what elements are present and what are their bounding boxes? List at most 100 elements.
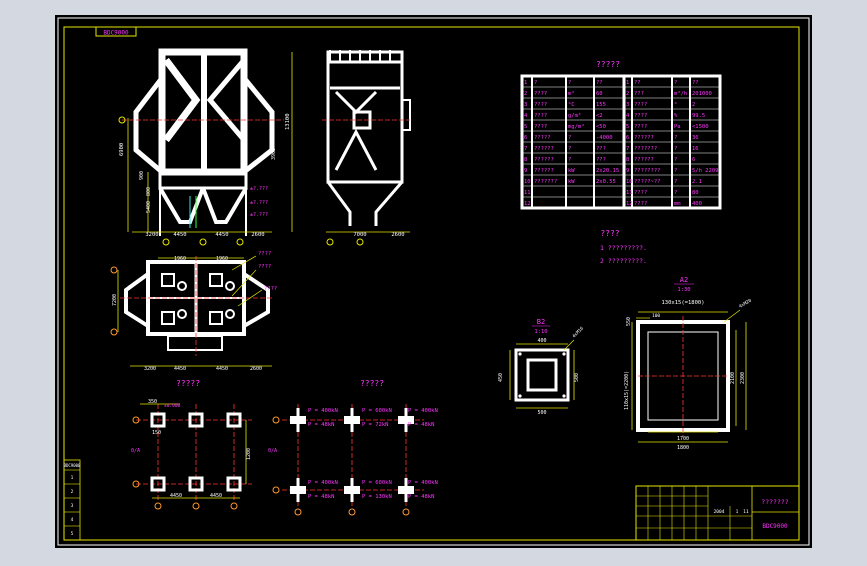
plan-leader [237,289,263,307]
footing [150,476,166,492]
table-cell: 5 [626,124,629,130]
note-line-2: 2 ?????????. [600,257,647,265]
title-block-frame [635,485,800,541]
detail-a-label: A2 [680,276,688,284]
foundation-dim-pier: 150 [152,430,161,436]
table-cell: 80 [692,190,699,196]
load-label: P = 400kN [308,480,338,486]
elev-callout-1: ±?.??? [250,186,268,192]
elev-callout-2: ±?.??? [250,200,268,206]
outer-border [57,17,810,546]
table-cell: 12 [626,201,633,207]
plan-hopper [161,273,175,287]
axis-bubble [199,238,207,246]
axis-bubble [236,238,244,246]
table-cell: ??? [634,91,644,97]
table-cell: <1500 [692,124,709,130]
table-cell: 2x20.15 [596,168,619,174]
plan-hopper [209,311,223,325]
wing-left [133,76,164,174]
detail-a-dim-corner: 550 [626,317,632,326]
plan-valve [225,281,235,291]
detail-a-leader [723,309,741,323]
table-cell: 36 [692,135,699,141]
axis-bubble [132,480,140,488]
table-row: 7??????????7????????16 [524,146,699,152]
table-cell: ???? [634,124,647,130]
detail-a [631,309,747,443]
table-cell: ? [534,80,537,86]
title-block-cell: 1 [736,509,739,515]
table-cell: 10 [524,179,531,185]
table-cell: kW [568,179,575,185]
detail-a-scale: 1:30 [677,287,690,293]
detail-b-leader [563,339,575,351]
elev-dim-total: 13100 [285,113,291,130]
table-cell: ?????? [534,157,554,163]
table-cell: -4000 [596,135,613,141]
table-cell: ???? [534,124,547,130]
table-cell: 2 [692,102,695,108]
plan-leader [231,269,257,297]
load-label: P = 600kN [362,480,392,486]
table-cell: ?????? [634,157,654,163]
revision-title: BDC9000 [64,463,81,468]
table-cell: 2 [524,91,527,97]
table-cell: ?? [596,80,603,86]
table-cell: 60 [596,91,603,97]
table-cell: 9 [626,168,629,174]
table-cell: 9 [524,168,527,174]
detail-b-scale: 1:10 [534,329,547,335]
plan-dim-top2: 1960 [216,256,228,262]
elev-dim-low2: 800 [146,187,152,196]
detail-b-plate [514,348,570,402]
footing [188,412,204,428]
foundation-axis-label: 0/A [131,448,140,454]
table-cell: 6 [626,135,629,141]
table-cell: mg/m³ [568,123,585,130]
inner-border [63,26,800,541]
detail-a-dim-r1: 2100 [730,372,736,384]
load-axis-label: 0/A [268,448,277,454]
detail-b-column [526,358,558,392]
detail-b [509,339,575,409]
elev-dim-b2: 4450 [173,232,186,238]
table-cell: 7 [524,146,527,152]
housing-brace-right [206,58,246,142]
axis-bubble [118,116,126,124]
title-block-drawing-no: BDC9000 [762,523,788,530]
table-cell: 155 [596,102,606,108]
revision-row: 4 [71,517,74,523]
table-cell: 10 [626,179,633,185]
detail-a-dim-top: 130x15(=1800) [661,300,704,306]
revision-block [63,459,81,541]
table-cell: ?????? [534,168,554,174]
table-cell: 4 [626,113,630,119]
elev-dim-low-left: 900 [139,171,145,180]
table-cell: ° [674,102,677,108]
table-cell: 2 [626,91,629,97]
elev-dim-low1: 5400 [146,201,152,213]
revision-row: 3 [71,503,74,509]
table-cell: ?????? [634,135,654,141]
elev-dim-b3: 4450 [215,232,228,238]
table-cell: m³ [568,90,575,97]
plan-callout-3: ???? [264,286,277,292]
foundation-callout: ±0.000 [164,403,181,409]
side-dim-2: 2600 [391,232,404,238]
detail-a-dim-left: 110x15(=2200) [624,371,630,410]
table-cell: ?????? [534,146,554,152]
note-line-1: 1 ?????????. [600,244,647,252]
table-cell: ???? [534,91,547,97]
title-block-cell: 2004 [714,509,725,515]
table-cell: <50 [596,124,606,130]
side-hopper-right [374,181,404,226]
axis-bubble [110,266,118,274]
table-cell: °C [568,102,575,108]
table-cell: ? [674,157,677,163]
title-block-cell: 11 [743,509,749,515]
